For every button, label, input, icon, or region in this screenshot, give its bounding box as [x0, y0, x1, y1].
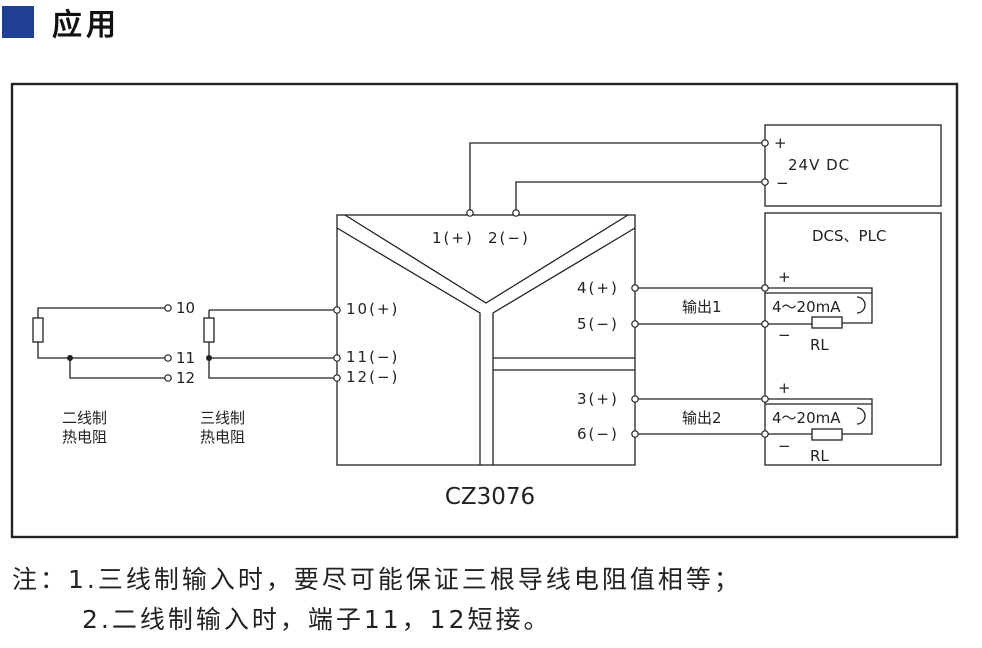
terminal-12 [333, 374, 341, 382]
terminal-6 [631, 430, 639, 438]
dcs-in1-plus [761, 284, 769, 292]
label-loop2-current: 4～20mA [772, 409, 841, 427]
three-wire-rtd-wires [208, 309, 337, 379]
label-dcs-plc: DCS、PLC [812, 227, 886, 245]
notes: 注：1.三线制输入时，要尽可能保证三根导线电阻值相等； 2.二线制输入时，端子1… [12, 560, 742, 640]
terminal-2 [512, 209, 520, 217]
three-wire-junction-dot [206, 355, 212, 361]
two-wire-terminal-12 [164, 374, 172, 382]
label-loop1-plus: + [778, 268, 791, 286]
load-resistor-2 [811, 428, 843, 441]
label-two-wire-10: 10 [176, 299, 195, 317]
psu-minus-terminal [761, 178, 769, 186]
label-terminal-4: 4(+) [577, 279, 619, 297]
header-square-marker [2, 6, 34, 38]
terminal-4 [631, 284, 639, 292]
label-two-wire-type: 二线制 [62, 409, 107, 427]
dcs-box [764, 212, 942, 466]
note-line-2: 2.二线制输入时，端子11，12短接。 [82, 605, 552, 634]
terminal-5 [631, 320, 639, 328]
section-header: 应用 [0, 0, 120, 44]
label-two-wire-12: 12 [176, 369, 195, 387]
power-supply-box [764, 124, 942, 207]
label-psu-minus: − [776, 174, 789, 192]
transmitter-divider-lines [336, 214, 636, 465]
label-three-wire-rtd: 热电阻 [200, 428, 245, 446]
dcs-in2-plus [761, 395, 769, 403]
label-output-1: 输出1 [682, 298, 722, 316]
transmitter-body [336, 214, 636, 466]
label-loop2-minus: − [778, 437, 791, 455]
power-wires [469, 142, 765, 213]
label-loop1-load: RL [810, 336, 829, 354]
terminal-10 [333, 306, 341, 314]
two-wire-junction-dot [67, 355, 73, 361]
load-resistor-1 [811, 316, 843, 329]
current-loop-arrow-1 [856, 296, 866, 314]
label-output-2: 输出2 [682, 409, 722, 427]
terminal-11 [333, 354, 341, 362]
psu-plus-terminal [761, 139, 769, 147]
terminal-3 [631, 395, 639, 403]
diagram-frame [10, 82, 959, 539]
two-wire-rtd-resistor [32, 317, 44, 343]
label-psu: 24V DC [788, 156, 850, 174]
two-wire-terminal-11 [164, 354, 172, 362]
label-loop1-minus: − [778, 326, 791, 344]
label-terminal-6: 6(−) [577, 425, 619, 443]
label-terminal-5: 5(−) [577, 315, 619, 333]
label-psu-plus: + [774, 134, 787, 152]
label-terminal-11: 11(−) [346, 348, 399, 366]
label-two-wire-11: 11 [176, 349, 195, 367]
label-terminal-3: 3(+) [577, 390, 619, 408]
dcs-in1-minus [761, 320, 769, 328]
device-model-label: CZ3076 [445, 484, 535, 510]
current-loop-arrow-2 [856, 407, 866, 425]
label-terminal-2: 2(−) [488, 229, 530, 247]
three-wire-rtd-resistor [203, 317, 215, 343]
label-two-wire-rtd: 热电阻 [62, 428, 107, 446]
label-terminal-10: 10(+) [346, 300, 399, 318]
note-line-1: 注：1.三线制输入时，要尽可能保证三根导线电阻值相等； [12, 565, 742, 594]
output-section-divider [493, 357, 635, 371]
output2-wires [635, 398, 873, 435]
label-terminal-1: 1(+) [432, 229, 474, 247]
terminal-1 [466, 209, 474, 217]
label-loop1-current: 4～20mA [772, 298, 841, 316]
two-wire-rtd-wires [37, 307, 168, 379]
label-three-wire-type: 三线制 [200, 409, 245, 427]
label-loop2-plus: + [778, 379, 791, 397]
dcs-in2-minus [761, 430, 769, 438]
two-wire-terminal-10 [164, 304, 172, 312]
label-loop2-load: RL [810, 447, 829, 465]
section-title: 应用 [52, 8, 120, 43]
label-terminal-12: 12(−) [346, 368, 399, 386]
